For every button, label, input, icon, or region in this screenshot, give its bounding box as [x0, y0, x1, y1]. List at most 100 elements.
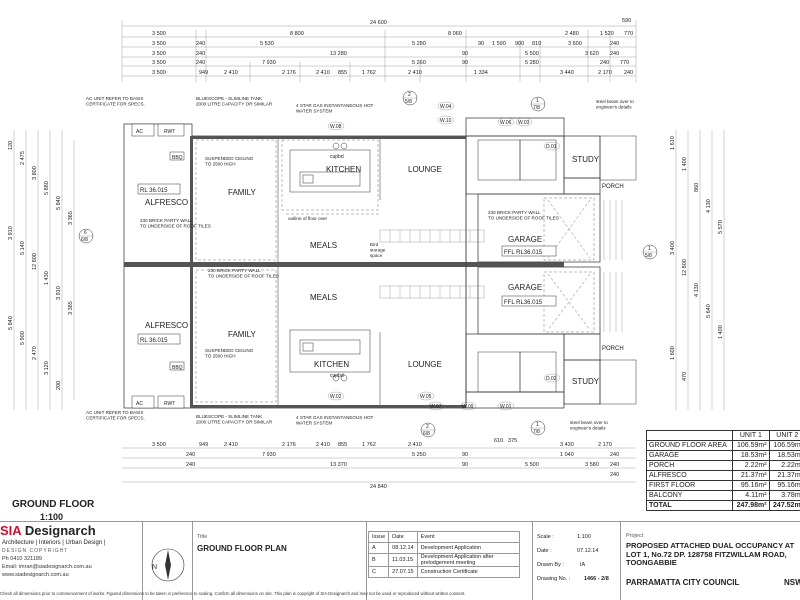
dim-top-r2-1: 3 500: [152, 31, 166, 37]
dim-top-r4-5: 5 500: [525, 51, 539, 57]
room-meals-top: MEALS: [310, 241, 337, 250]
dim-top-r2-5: 1 520: [600, 31, 614, 37]
left-dimension: 3 385: [68, 301, 74, 315]
section-marker-2-bottom: 2 6/8: [420, 422, 436, 438]
room-alfresco-bottom: ALFRESCO: [145, 321, 188, 330]
right-dimension: 1 400: [682, 157, 688, 171]
left-dimension: 5 880: [44, 181, 50, 195]
dim-bot-r1-8: 2 410: [408, 442, 422, 448]
dim-bot-r1-5: 2 410: [316, 442, 330, 448]
window-tag: W.10: [440, 118, 452, 124]
dim-top-r4-4: 90: [462, 51, 468, 57]
dim-top-r6-9: 1 334: [474, 70, 488, 76]
logo-prefix: SIA: [0, 523, 22, 538]
left-dimension: 3 910: [56, 286, 62, 300]
dim-top-r6-7: 1 762: [362, 70, 376, 76]
svg-text:1: 1: [648, 246, 651, 252]
dim-bot-r4-2: 240: [610, 472, 619, 478]
room-meals-bottom: MEALS: [310, 293, 337, 302]
north-arrow-icon: N: [151, 548, 185, 582]
dim-top-r3-10: 240: [610, 41, 619, 47]
dim-top-r5-5: 90: [462, 60, 468, 66]
svg-text:5/8: 5/8: [405, 99, 412, 105]
left-dimension: 5 140: [20, 241, 26, 255]
company-website: www.siadesignarch.com.au: [2, 572, 69, 578]
dim-top-r5-2: 240: [196, 60, 205, 66]
window-tag: W.08: [330, 124, 342, 130]
scale-value: 1:100: [577, 534, 591, 540]
svg-text:N: N: [152, 564, 157, 571]
dim-top-r6-6: 855: [338, 70, 347, 76]
dim-top-r6-4: 2 176: [282, 70, 296, 76]
window-tag: W.02: [330, 394, 342, 400]
left-dimension: 3 365: [68, 211, 74, 225]
window-tag: W.04: [440, 104, 452, 110]
svg-text:6/8: 6/8: [81, 237, 88, 243]
state-code: NSW: [784, 578, 800, 587]
dim-bot-r1-1: 3 500: [152, 442, 166, 448]
window-tag: W.03: [518, 120, 530, 126]
window-tag-outline: [427, 401, 445, 411]
dim-top-r4-1: 3 500: [152, 51, 166, 57]
left-dimension: 2 470: [32, 346, 38, 360]
dim-top-r6-1: 3 500: [152, 70, 166, 76]
window-tag: W.05: [420, 394, 432, 400]
dim-top-r6-12: 240: [624, 70, 633, 76]
window-tag-outline: [327, 121, 345, 131]
dim-top-r2-4: 2 480: [565, 31, 579, 37]
right-dimension: 1 400: [718, 325, 724, 339]
rl-level-bottom: RL 36.015: [140, 338, 168, 344]
svg-text:6: 6: [84, 230, 87, 236]
section-marker-1-top: 1 7/8: [530, 96, 546, 112]
dim-top-r4-2: 240: [196, 51, 205, 57]
window-tag: W.07: [430, 404, 442, 410]
window-tag-outline: [543, 141, 561, 151]
section-marker-1-right: 1 5/8: [642, 244, 658, 260]
dim-top-r6-3: 2 410: [224, 70, 238, 76]
room-family-top: FAMILY: [228, 188, 257, 197]
section-marker-2-top: 2 5/8: [402, 90, 418, 106]
bbq-label-top: BBQ: [172, 155, 183, 161]
window-tags: W.08 W.10 W.06 W.03W.05 W.02W.09 W.01 W.04W.07…: [327, 101, 561, 411]
area-header-unit2: UNIT 2: [768, 430, 800, 441]
ac-unit-bottom: [131, 395, 155, 409]
window-tag: W.01: [500, 404, 512, 410]
room-porch-top: PORCH: [602, 184, 624, 190]
rwt-label-top: RWT: [164, 129, 175, 135]
date-label: Date :: [537, 548, 552, 554]
window-tag-outline: [437, 101, 455, 111]
dim-bot-r2-6: 240: [610, 452, 619, 458]
dim-bot-r2-5: 1 040: [560, 452, 574, 458]
dim-bot-r1-7: 1 762: [362, 442, 376, 448]
room-lounge-bottom: LOUNGE: [408, 360, 442, 369]
drawing-number-label: Drawing No. :: [537, 576, 571, 582]
dim-top-r3-7: 900: [515, 41, 524, 47]
rwt-label-bottom: RWT: [164, 401, 175, 407]
dim-bot-r1-2: 949: [199, 442, 208, 448]
dim-top-r4-6: 3 620: [585, 51, 599, 57]
svg-text:7/8: 7/8: [533, 105, 540, 111]
dim-top-r3-9: 3 600: [568, 41, 582, 47]
floor-heading: GROUND FLOOR: [12, 499, 95, 510]
window-tag: W.06: [500, 120, 512, 126]
rl-level-top: RL 36.015: [140, 188, 168, 194]
title-block-top-rule: [0, 521, 800, 522]
dim-bot-r1-11: 3 430: [560, 442, 574, 448]
section-markers: 2 5/8 1 7/8 6 6/8 1 5/8 2 6/8 1 7/8: [78, 90, 658, 438]
window-tag: W.09: [462, 404, 474, 410]
floor-plan-drawing: 24 600 590 3 500 8 800 8 060 2 480 1 520…: [8, 18, 725, 490]
left-dimension: 5 840: [8, 316, 14, 330]
window-tag-outline: [417, 391, 435, 401]
company-logo: SIA Designarch: [0, 523, 96, 538]
dim-top-r3-8: 810: [532, 41, 541, 47]
